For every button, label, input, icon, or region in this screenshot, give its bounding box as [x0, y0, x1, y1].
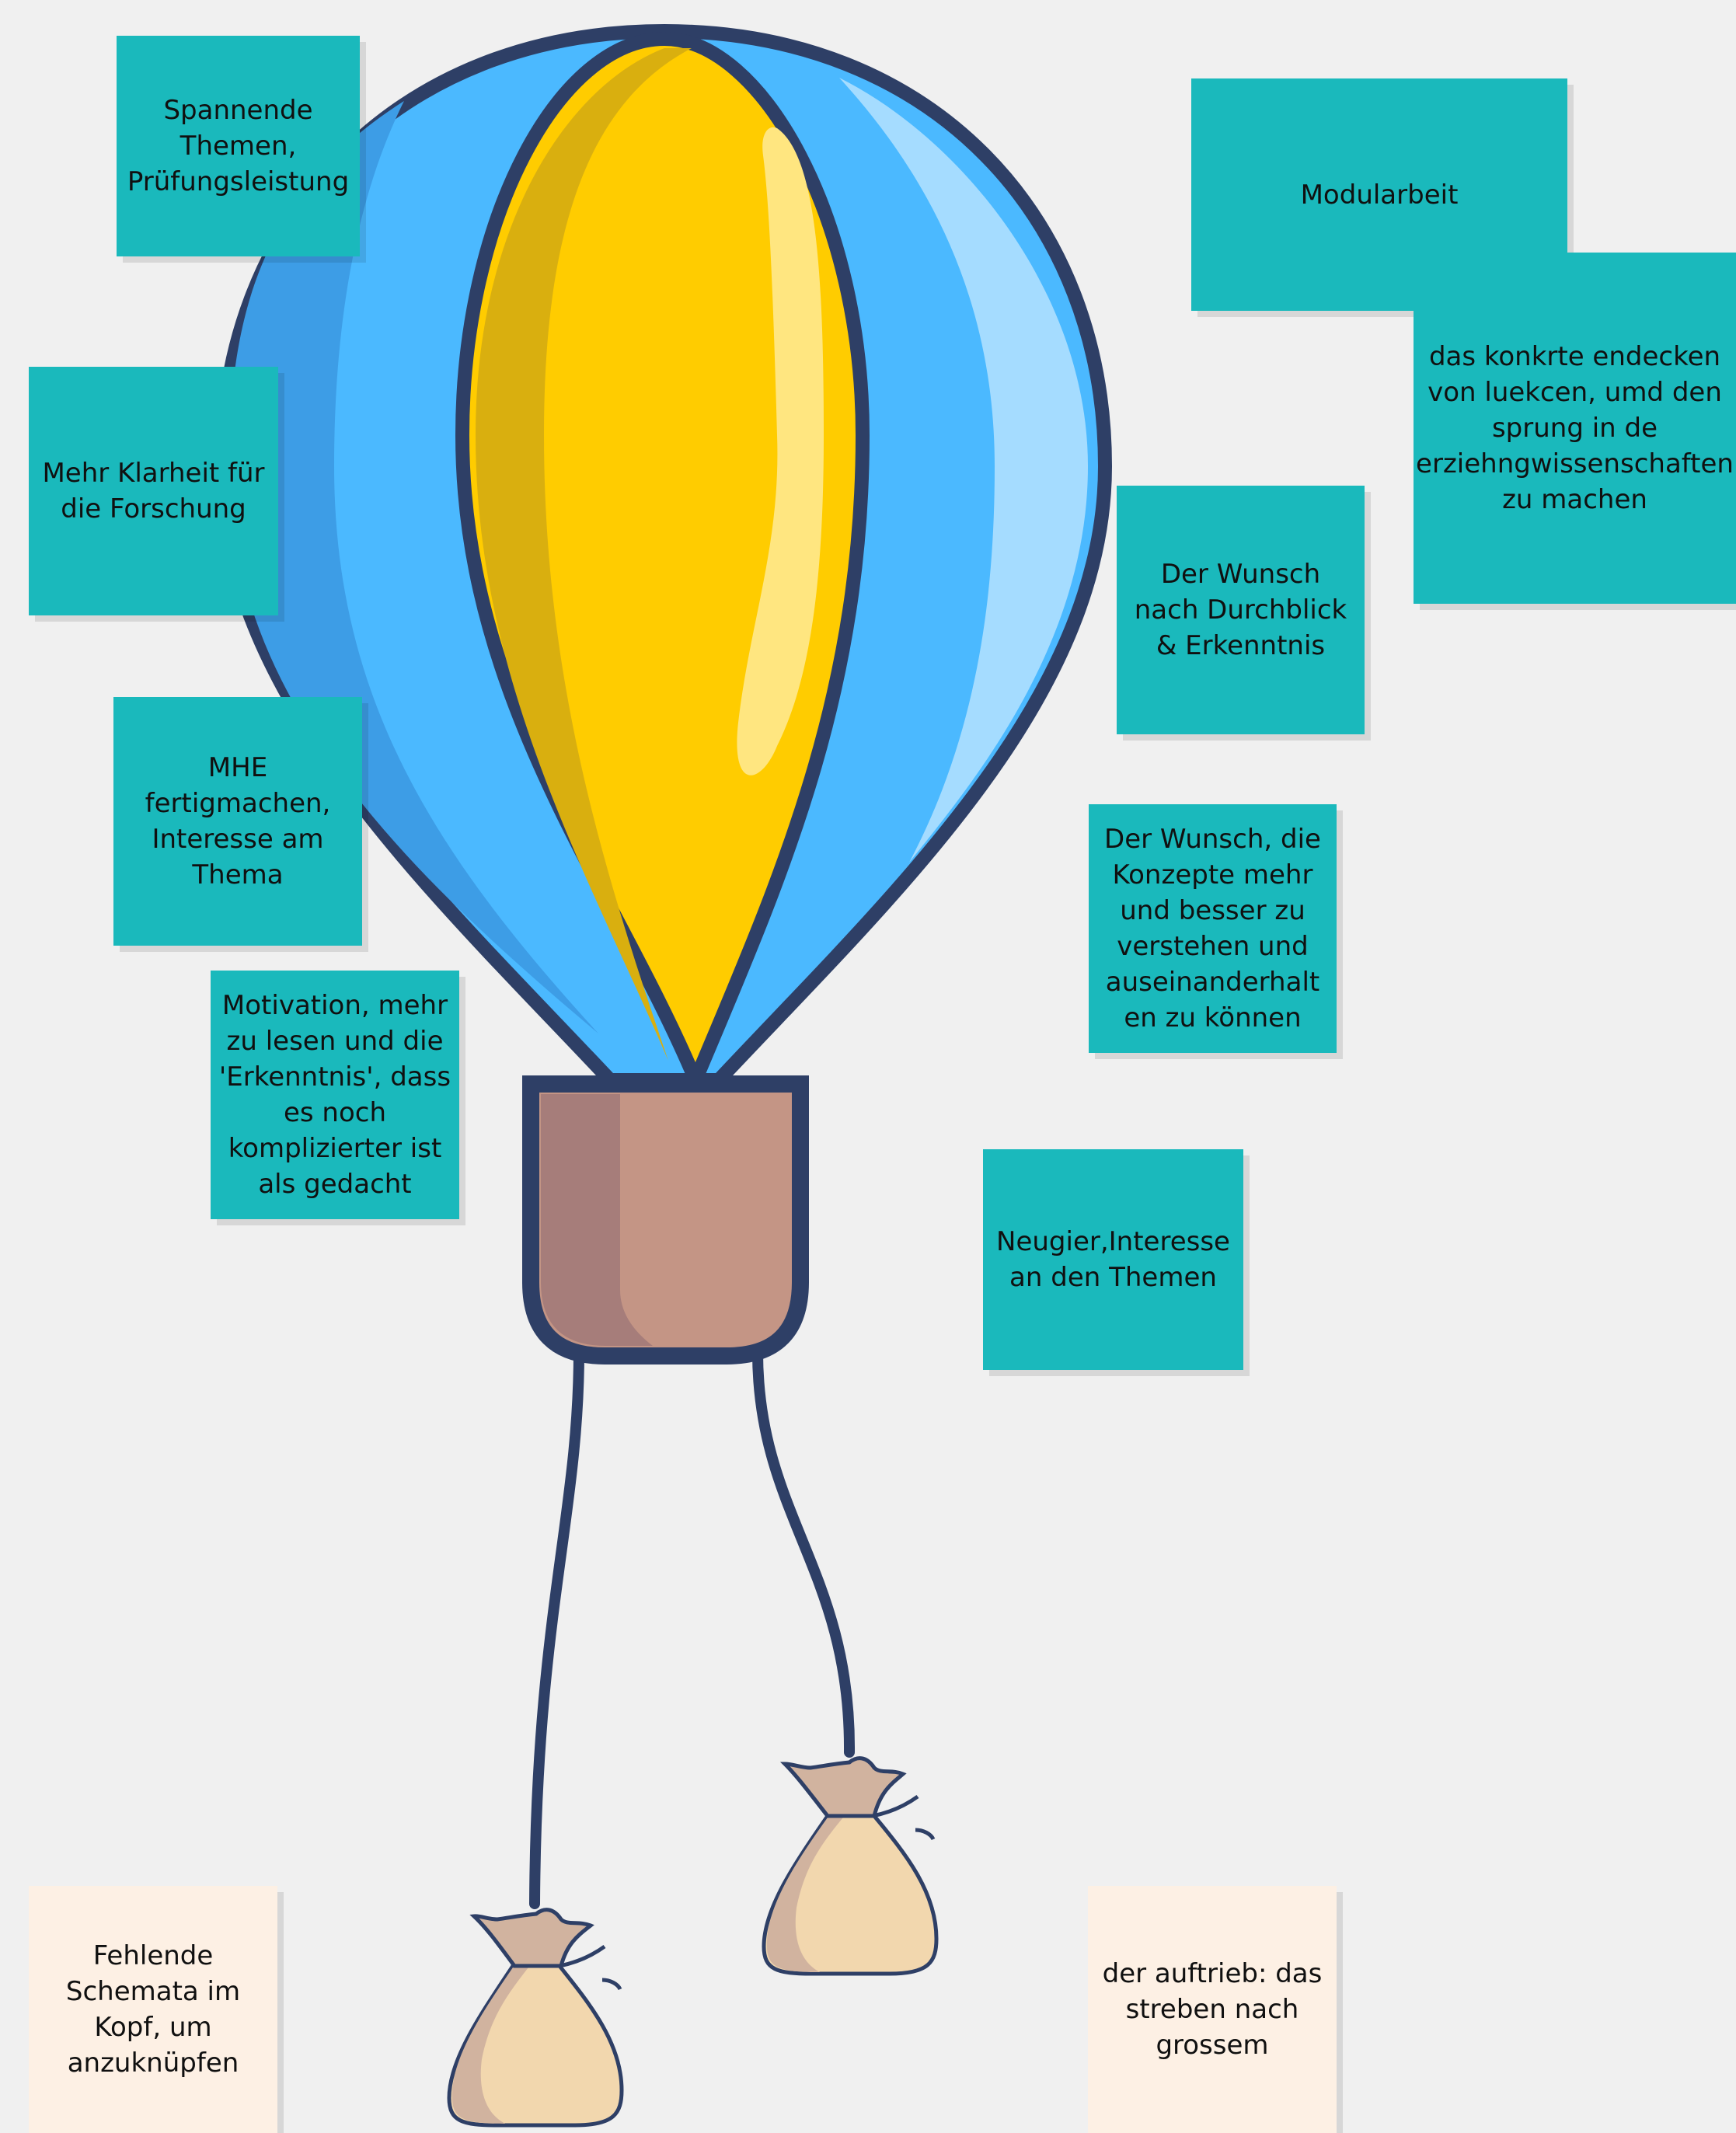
left-sandbag	[447, 1908, 624, 2128]
right-rope	[752, 1347, 856, 1758]
balloon-yellow-highlight	[737, 127, 824, 775]
note-konzepte[interactable]: Der Wunsch, die Konzepte mehr und besser…	[1089, 804, 1337, 1053]
note-luecken-text: das konkrte endecken von luekcen, umd de…	[1416, 341, 1734, 515]
right-sandbag	[762, 1756, 939, 1976]
note-luecken[interactable]: das konkrte endecken von luekcen, umd de…	[1414, 253, 1736, 604]
note-auftrieb[interactable]: der auftrieb: das streben nach grossem	[1088, 1886, 1337, 2133]
basket-shade	[541, 1094, 653, 1346]
note-fehlende-schemata-text: Fehlende Schemata im Kopf, um anzuknüpfe…	[65, 1940, 241, 2079]
note-durchblick[interactable]: Der Wunsch nach Durchblick & Erkenntnis	[1117, 486, 1365, 734]
left-rope	[529, 1347, 584, 1909]
note-spannende-themen[interactable]: Spannende Themen, Prüfungsleistung	[117, 36, 360, 256]
balloon-yellow-shade	[476, 48, 692, 1061]
note-neugier[interactable]: Neugier,Interesse an den Themen	[983, 1149, 1243, 1370]
note-motivation-text: Motivation, mehr zu lesen und die 'Erken…	[218, 990, 451, 1200]
note-spannende-themen-text: Spannende Themen, Prüfungsleistung	[127, 95, 350, 197]
note-modularbeit-text: Modularbeit	[1300, 179, 1459, 211]
note-mehr-klarheit[interactable]: Mehr Klarheit für die Forschung	[29, 367, 278, 615]
note-mehr-klarheit-text: Mehr Klarheit für die Forschung	[42, 458, 265, 525]
note-mhe-text: MHE fertigmachen, Interesse am Thema	[145, 752, 331, 890]
note-motivation[interactable]: Motivation, mehr zu lesen und die 'Erken…	[211, 971, 459, 1219]
note-konzepte-text: Der Wunsch, die Konzepte mehr und besser…	[1104, 824, 1321, 1033]
balloon-shade-left	[229, 101, 598, 1033]
note-fehlende-schemata[interactable]: Fehlende Schemata im Kopf, um anzuknüpfe…	[29, 1886, 277, 2133]
balloon-highlight-right	[839, 78, 1088, 863]
note-mhe[interactable]: MHE fertigmachen, Interesse am Thema	[113, 697, 362, 946]
note-durchblick-text: Der Wunsch nach Durchblick & Erkenntnis	[1134, 559, 1347, 661]
note-neugier-text: Neugier,Interesse an den Themen	[996, 1226, 1230, 1293]
note-auftrieb-text: der auftrieb: das streben nach grossem	[1102, 1958, 1323, 2061]
